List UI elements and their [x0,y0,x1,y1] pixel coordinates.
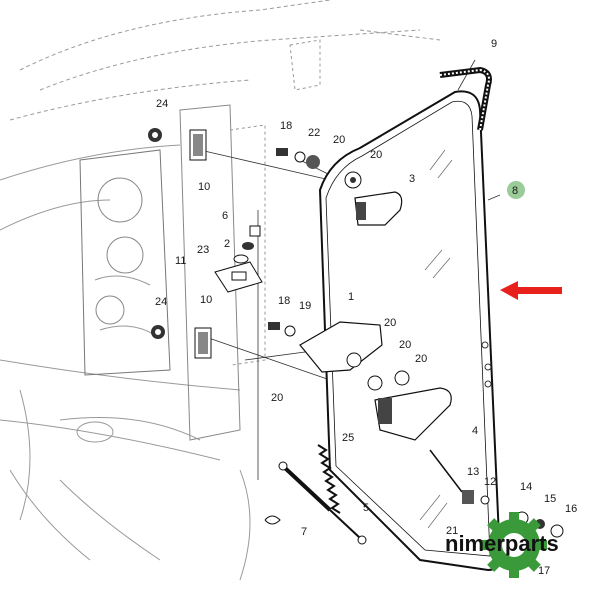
seal-part [439,66,492,131]
hinges [189,129,212,359]
red-arrow [500,281,562,300]
callout-20: 20 [415,353,427,365]
spring [317,444,341,514]
callout-20: 20 [384,317,396,329]
callout-18: 18 [278,295,290,307]
callout-6: 6 [222,210,228,222]
highlight-marker [507,181,525,199]
callout-22: 22 [308,127,320,139]
logo-text: nimerparts [445,531,559,556]
callout-16: 16 [565,503,577,515]
callout-4: 4 [472,425,478,437]
nuts [148,128,165,339]
callout-20: 20 [271,392,283,404]
callout-25: 25 [342,432,354,444]
callout-8: 8 [512,185,518,197]
callout-7: 7 [301,526,307,538]
clip [264,515,281,525]
callout-2: 2 [224,238,230,250]
callout-10: 10 [200,294,212,306]
callout-20: 20 [399,339,411,351]
upper-fasteners [276,148,362,189]
lower-fasteners [268,322,296,337]
background-cab-sketch [0,0,441,581]
callout-5: 5 [363,502,369,514]
latch-bracket [299,321,410,391]
callout-9: 9 [491,38,497,50]
callout-21: 21 [446,525,458,537]
striker-plate [214,225,263,293]
callout-10: 10 [198,181,210,193]
callout-18: 18 [280,120,292,132]
callout-20: 20 [370,149,382,161]
gas-strut [278,461,367,545]
callout-17: 17 [538,565,550,577]
callout-13: 13 [467,466,479,478]
callout-3: 3 [409,173,415,185]
callout-20: 20 [333,134,345,146]
callout-24: 24 [156,98,168,110]
callout-14: 14 [520,481,532,493]
lower-handle [374,387,452,441]
callout-11: 11 [175,255,186,267]
callout-24: 24 [155,296,167,308]
callout-19: 19 [299,300,311,312]
callout-labels: 9 8 24 24 18 22 20 20 3 10 10 6 2 23 11 … [155,38,577,577]
callout-12: 12 [484,476,496,488]
callout-1: 1 [348,291,354,303]
upper-handle [354,191,403,226]
callout-15: 15 [544,493,556,505]
callout-23: 23 [197,244,209,256]
